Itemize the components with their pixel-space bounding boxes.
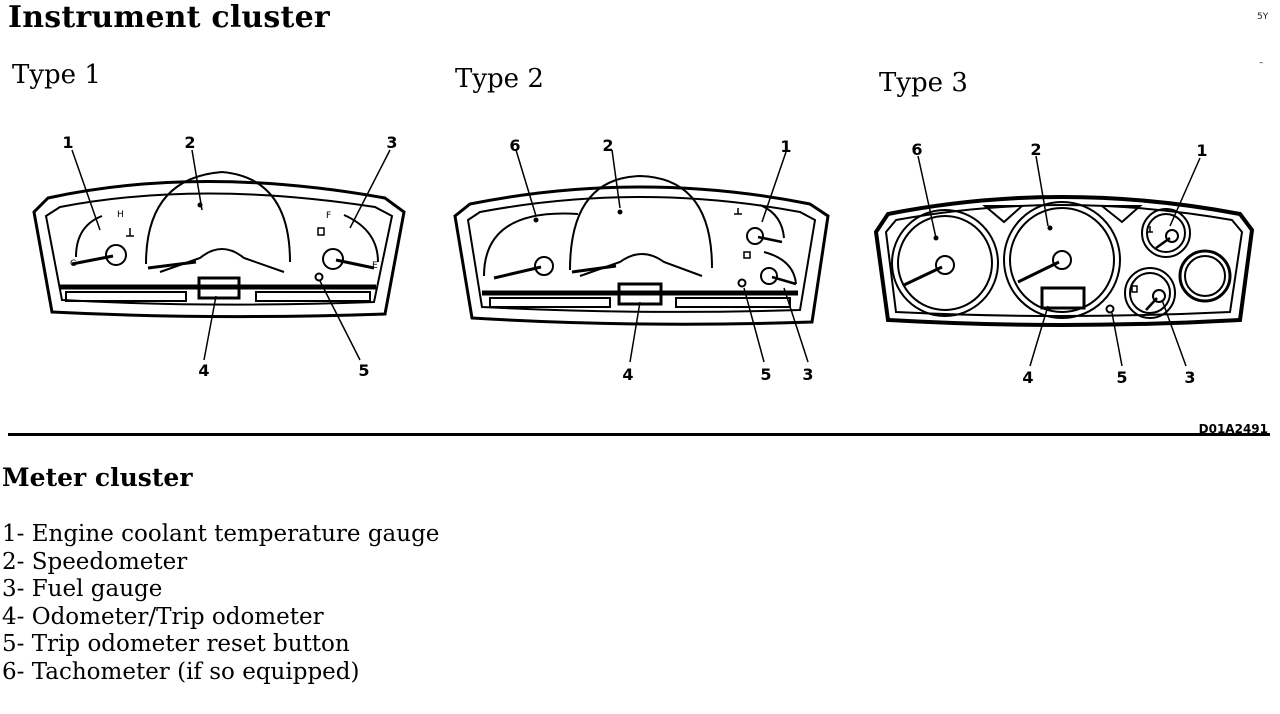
tachometer-type-3: [891, 209, 999, 317]
callout-type-2-6: 6: [509, 136, 520, 155]
legend-item: 3- Fuel gauge: [2, 576, 163, 602]
callout-type-1-2: 2: [184, 133, 195, 152]
legend-item: 1- Engine coolant temperature gauge: [2, 521, 440, 547]
callout-type-1-4: 4: [198, 361, 209, 380]
callout-type-1-5: 5: [358, 361, 369, 380]
type-2-label: Type 2: [455, 64, 544, 94]
callout-type-2-3: 3: [802, 365, 813, 384]
type-3-label: Type 3: [879, 68, 968, 98]
corner-mark-top: 5Y: [1257, 12, 1269, 22]
hot-mark: H: [117, 210, 124, 220]
callout-type-1-3: 3: [386, 133, 397, 152]
temperature-gauge-type-3: [1141, 208, 1191, 258]
fuel-gauge-type-3: [1124, 267, 1176, 319]
type-1-label: Type 1: [12, 60, 101, 90]
callout-type-2-2: 2: [602, 136, 613, 155]
type-1-cluster-diagram: H C F E: [32, 149, 406, 361]
section-title: Meter cluster: [2, 463, 193, 492]
empty-mark: E: [372, 261, 378, 271]
section-divider: [8, 433, 1270, 436]
figure-code: D01A2491: [1198, 422, 1268, 436]
speedometer-type-3: [1003, 201, 1121, 319]
callout-type-3-6: 6: [911, 140, 922, 159]
callout-type-3-5: 5: [1116, 368, 1127, 387]
type-3-cluster-diagram: [873, 155, 1255, 367]
full-mark: F: [326, 211, 331, 221]
temperature-gauge-type-1: H C: [70, 210, 134, 269]
fuel-gauge-type-1: F E: [317, 211, 379, 271]
legend-item: 5- Trip odometer reset button: [2, 631, 350, 657]
callout-type-3-2: 2: [1030, 140, 1041, 159]
callout-type-2-1: 1: [780, 137, 791, 156]
callout-type-3-3: 3: [1184, 368, 1195, 387]
legend-item: 2- Speedometer: [2, 548, 188, 575]
speedometer-type-1: [145, 170, 291, 270]
tachometer-type-2: [483, 212, 579, 280]
temperature-gauge-type-2: [734, 204, 785, 245]
callout-type-1-1: 1: [62, 133, 73, 152]
legend-item: 4- Odometer/Trip odometer: [2, 603, 324, 630]
callout-type-2-5: 5: [760, 365, 771, 384]
speedometer-type-2: [569, 174, 713, 274]
callout-type-2-4: 4: [622, 365, 633, 384]
callout-type-3-4: 4: [1022, 368, 1033, 387]
page-title: Instrument cluster: [8, 0, 330, 35]
instrument-cluster-figure: H C F E: [32, 133, 1255, 387]
cold-mark: C: [70, 259, 76, 269]
type-2-cluster-diagram: [453, 149, 830, 363]
legend-item: 6- Tachometer (if so equipped): [2, 658, 360, 685]
callout-type-3-1: 1: [1196, 141, 1207, 160]
corner-mark-mid: –: [1259, 58, 1264, 68]
fuel-gauge-type-2: [743, 251, 797, 286]
legend-list: 1- Engine coolant temperature gauge 2- S…: [2, 521, 439, 686]
